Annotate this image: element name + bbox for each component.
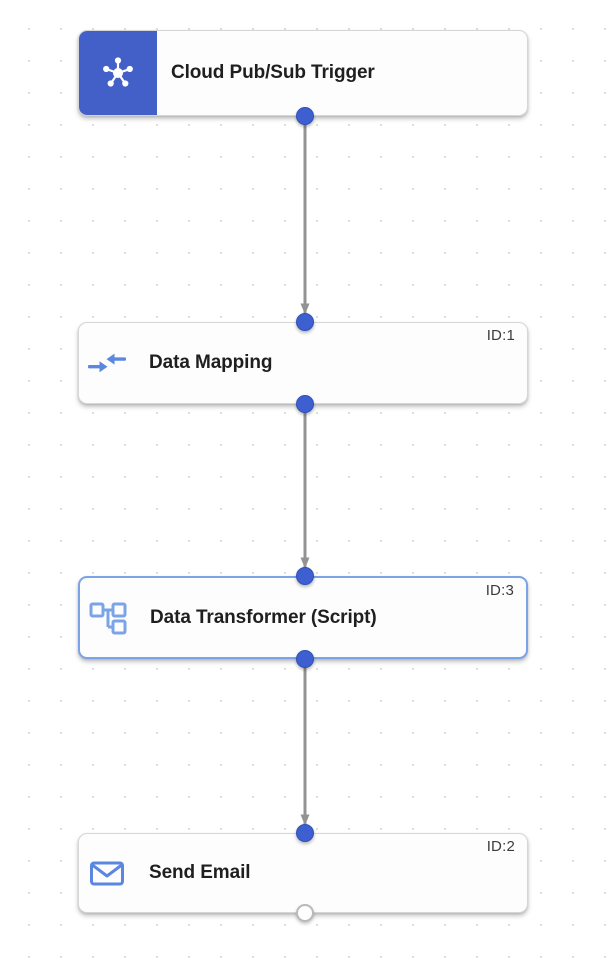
- pubsub-hub-icon: [79, 31, 157, 115]
- input-port-data-mapping[interactable]: [296, 313, 314, 331]
- node-title: Data Transformer (Script): [150, 606, 377, 628]
- input-port-data-transformer[interactable]: [296, 567, 314, 585]
- output-port-cloud-pubsub-trigger[interactable]: [296, 107, 314, 125]
- node-title: Cloud Pub/Sub Trigger: [171, 62, 375, 83]
- node-data-mapping[interactable]: Data Mapping ID:1: [78, 322, 528, 404]
- node-id-badge: ID:1: [486, 327, 515, 344]
- input-port-send-email[interactable]: [296, 824, 314, 842]
- node-data-transformer-script[interactable]: Data Transformer (Script) ID:3: [78, 576, 528, 659]
- envelope-icon: [79, 834, 135, 912]
- node-send-email[interactable]: Send Email ID:2: [78, 833, 528, 913]
- output-port-data-mapping[interactable]: [296, 395, 314, 413]
- output-port-send-email[interactable]: [296, 904, 314, 922]
- node-title: Data Mapping: [149, 352, 273, 373]
- node-cloud-pubsub-trigger[interactable]: Cloud Pub/Sub Trigger: [78, 30, 528, 116]
- node-id-badge: ID:2: [486, 838, 515, 855]
- node-id-badge: ID:3: [485, 582, 514, 599]
- data-mapping-arrows-icon: [79, 323, 135, 403]
- hierarchy-nodes-icon: [80, 578, 136, 657]
- output-port-data-transformer[interactable]: [296, 650, 314, 668]
- node-title: Send Email: [149, 862, 251, 883]
